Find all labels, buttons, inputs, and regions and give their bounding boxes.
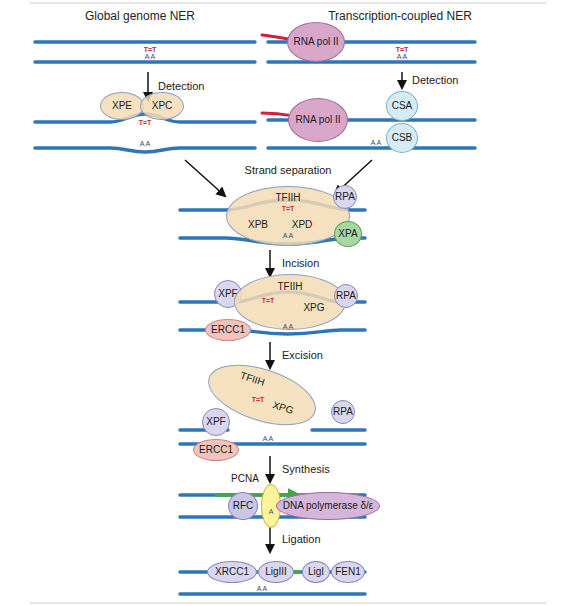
protein-name: XPG <box>271 400 294 416</box>
protein-name: ERCC1 <box>211 325 245 335</box>
base-mark: A A <box>283 323 294 330</box>
lesion-mark: T=T <box>396 46 409 53</box>
protein-name: RPA <box>335 192 355 202</box>
lesion-mark: T=T <box>139 119 152 126</box>
protein-name: XPF <box>206 417 225 427</box>
protein-blob: XPC <box>140 92 184 120</box>
top-rule <box>30 3 546 4</box>
dna-strand <box>180 592 365 596</box>
protein-blob: CSA <box>386 91 418 121</box>
protein-blob: XPE <box>100 92 144 120</box>
protein-name: RNA pol II <box>293 37 338 47</box>
protein-blob: XPF <box>202 408 230 436</box>
protein-name: RFC <box>233 501 254 511</box>
protein-blob: RFC <box>228 492 258 520</box>
step-arrow <box>185 160 225 196</box>
step-arrow <box>401 72 403 88</box>
base-mark: A A <box>371 139 382 146</box>
protein-blob: XRCC1 <box>207 561 257 583</box>
bottom-rule <box>30 603 546 604</box>
protein-name: TFIIH <box>276 193 301 203</box>
protein-blob: ERCC1 <box>193 439 239 461</box>
protein-name: LigI <box>308 567 324 577</box>
lesion-mark: T=T <box>262 297 275 304</box>
step-label: Excision <box>282 350 323 361</box>
step-label: Incision <box>282 258 319 269</box>
step-label: Strand separation <box>245 165 332 176</box>
protein-blob: DNA polymerase δ/ε <box>276 492 380 520</box>
step-arrow <box>269 250 271 276</box>
protein-blob: CSB <box>386 123 418 153</box>
pathway-heading: Transcription-coupled NER <box>328 10 472 22</box>
dna-strand <box>312 428 365 432</box>
dna-strands <box>35 42 475 594</box>
protein-blob: RPA <box>333 185 357 209</box>
protein-blob: TFIIH XPG <box>234 274 346 330</box>
base-mark: A A <box>397 53 408 60</box>
protein-name: FEN1 <box>335 567 361 577</box>
protein-blob: XPA <box>334 221 362 247</box>
protein-blob: RNA pol II <box>288 98 348 142</box>
step-label: Detection <box>412 75 458 86</box>
base-mark: A A <box>283 232 294 239</box>
lesion-mark: T=T <box>252 396 265 403</box>
protein-name: LigIII <box>265 567 287 577</box>
step-arrows <box>148 72 402 552</box>
base-mark: A A <box>140 140 151 147</box>
dna-strand <box>35 148 255 152</box>
protein-name: XRCC1 <box>215 567 249 577</box>
protein-blob: RNA pol II <box>287 22 345 62</box>
step-label: Detection <box>158 81 204 92</box>
base-mark: A A <box>145 53 156 60</box>
base-mark: A <box>269 508 274 515</box>
lesion-mark: T=T <box>144 46 157 53</box>
protein-blob: ERCC1 <box>205 319 251 341</box>
protein-name: XPC <box>152 101 173 111</box>
protein-blob: LigI <box>302 561 330 583</box>
protein-name: RPA <box>333 407 353 417</box>
protein-name: TFIIH <box>278 282 303 292</box>
dna-strand <box>268 60 475 64</box>
protein-name: PCNA <box>231 474 259 484</box>
pathway-heading: Global genome NER <box>85 10 195 22</box>
dna-strand <box>35 40 255 44</box>
step-label: Synthesis <box>282 464 330 475</box>
protein-blob: LigIII <box>258 561 294 583</box>
protein-name: CSB <box>392 133 413 143</box>
protein-blob: FEN1 <box>331 561 365 583</box>
lesion-mark: T=T <box>282 205 295 212</box>
protein-name: XPA <box>338 229 357 239</box>
protein-name: XPE <box>112 101 132 111</box>
protein-blob: RPA <box>331 400 355 424</box>
protein-name: ERCC1 <box>199 445 233 455</box>
synthesized-strand <box>215 493 296 497</box>
dna-strand <box>35 60 255 64</box>
protein-name: RPA <box>336 291 356 301</box>
protein-name: XPG <box>303 303 324 313</box>
base-mark: A A <box>257 585 268 592</box>
step-arrow <box>269 456 271 482</box>
protein-blob: RPA <box>334 284 358 308</box>
protein-name: TFIIH <box>239 371 266 388</box>
step-label: Ligation <box>282 534 321 545</box>
base-mark: A A <box>263 435 274 442</box>
protein-name: CSA <box>392 101 413 111</box>
protein-name: XPD <box>292 220 313 230</box>
step-arrow <box>269 342 271 368</box>
step-arrow <box>269 526 271 552</box>
dna-strand <box>268 146 475 150</box>
protein-name: RNA pol II <box>295 115 340 125</box>
protein-name: DNA polymerase δ/ε <box>283 501 374 511</box>
protein-name: XPB <box>248 220 268 230</box>
